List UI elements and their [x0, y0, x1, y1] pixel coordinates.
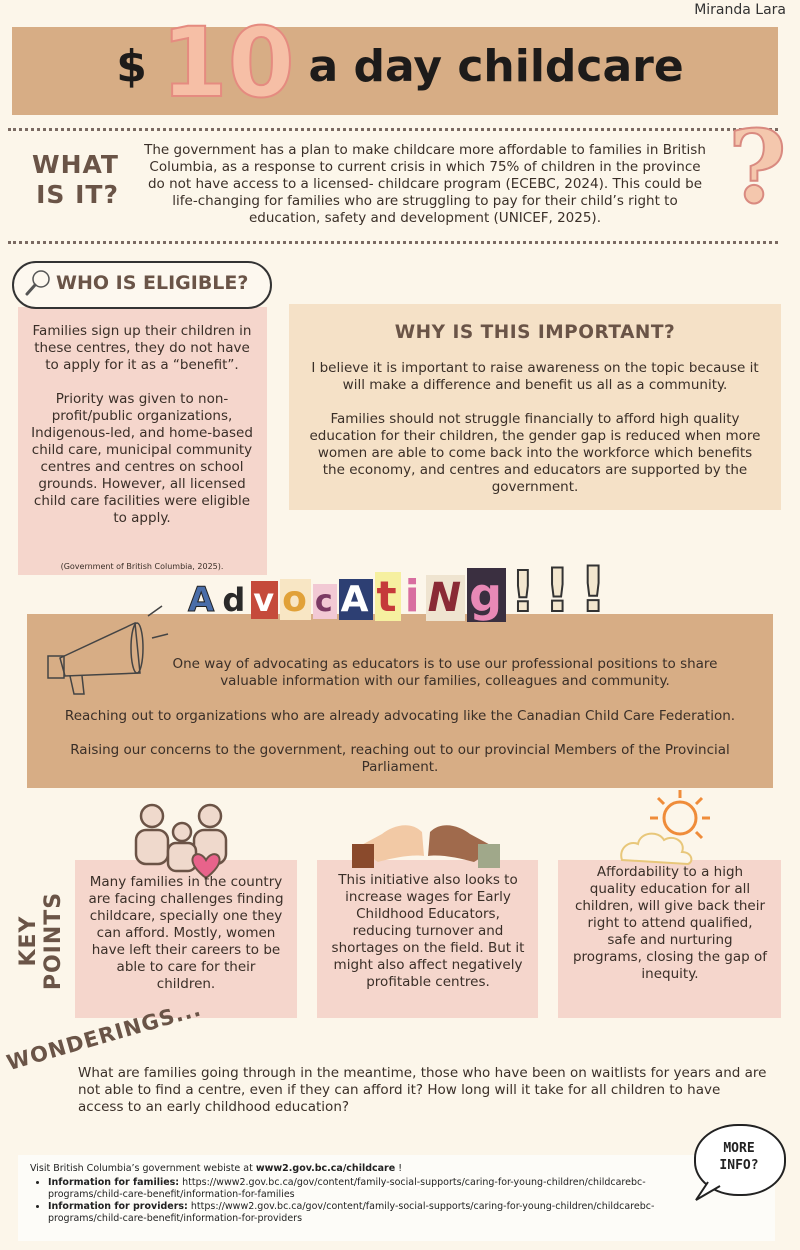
adv-letter: !	[543, 555, 574, 627]
title-suffix: a day childcare	[308, 41, 684, 92]
family-heart-icon	[134, 803, 228, 880]
key-point-box-3	[558, 860, 781, 1018]
adv-letter: A	[187, 580, 217, 621]
eligible-citation: (Government of British Columbia, 2025).	[60, 562, 224, 571]
question-mark-icon: ?	[727, 107, 788, 227]
adv-letter: i	[404, 571, 422, 622]
author-name: Miranda Lara	[694, 2, 786, 18]
what-heading-line1: WHAT	[32, 150, 119, 179]
eligible-para1: Families sign up their children in these…	[32, 323, 252, 373]
title-number: 10	[160, 7, 296, 119]
title-dollar: $	[116, 41, 147, 92]
why-box	[289, 304, 781, 510]
why-text: I believe it is important to raise aware…	[305, 360, 765, 496]
adv-letter: o	[280, 579, 311, 620]
key-point-box-2	[317, 860, 538, 1018]
adv-letter: !	[509, 559, 538, 626]
key-point-text-3: Affordability to a high quality educatio…	[572, 864, 768, 982]
info-providers-url[interactable]: https://www2.gov.bc.ca/gov/content/famil…	[48, 1201, 655, 1224]
title-band	[12, 27, 778, 115]
key-point-box-1	[75, 860, 297, 1018]
adv-letter: v	[251, 581, 279, 619]
adv-letter: g	[467, 568, 507, 622]
eligible-box	[18, 307, 267, 575]
info-box	[18, 1155, 775, 1241]
info-intro: Visit British Columbia’s government webi…	[30, 1163, 710, 1175]
more-info-line2: INFO?	[719, 1158, 759, 1173]
what-heading-line2: IS IT?	[36, 180, 119, 209]
info-families: Information for families: https://www2.g…	[48, 1177, 710, 1201]
more-info-line1: MORE	[723, 1141, 755, 1156]
key-point-text-2: This initiative also looks to increase w…	[331, 872, 525, 990]
advocating-para3: Raising our concerns to the government, …	[70, 742, 730, 775]
eligible-para2: Priority was given to non-profit/public …	[31, 391, 253, 526]
info-list: Information for families: https://www2.g…	[30, 1177, 710, 1225]
adv-letter: t	[374, 572, 401, 621]
info-intro-suffix: !	[395, 1163, 403, 1174]
why-para1: I believe it is important to raise aware…	[311, 360, 759, 393]
eligible-heading-bubble	[12, 261, 272, 309]
why-para2: Families should not struggle financially…	[309, 411, 761, 495]
eligible-heading: WHO IS ELIGIBLE?	[56, 272, 249, 294]
info-families-url[interactable]: https://www2.gov.bc.ca/gov/content/famil…	[48, 1177, 646, 1200]
speech-tail-icon	[695, 1181, 721, 1201]
info-providers-label: Information for providers:	[48, 1201, 188, 1212]
wonderings-text: What are families going through in the m…	[78, 1065, 767, 1115]
eligible-text: Families sign up their children in these…	[30, 323, 254, 527]
adv-letter: d	[222, 581, 248, 619]
megaphone-icon	[47, 605, 169, 695]
info-link[interactable]: www2.gov.bc.ca/childcare	[255, 1163, 396, 1174]
info-families-label: Information for families:	[48, 1177, 180, 1188]
key-points-label: KEY POINTS	[16, 891, 66, 991]
adv-letter: c	[312, 584, 337, 619]
divider-top	[8, 128, 778, 131]
advocating-box	[27, 614, 773, 788]
divider-middle	[8, 241, 778, 244]
magnifier-icon	[25, 270, 50, 296]
key-point-text-1: Many families in the country are facing …	[88, 874, 284, 992]
adv-letter: N	[425, 575, 466, 621]
adv-letter: A	[338, 579, 373, 620]
sun-cloud-icon	[620, 790, 710, 866]
advocating-para1: One way of advocating as educators is to…	[172, 656, 718, 689]
heart-hands-icon	[352, 825, 500, 868]
advocating-para2: Reaching out to organizations who are al…	[64, 708, 736, 724]
why-heading: WHY IS THIS IMPORTANT?	[394, 322, 676, 343]
what-text: The government has a plan to make childc…	[144, 142, 706, 226]
info-intro-prefix: Visit British Columbia’s government webi…	[30, 1163, 256, 1174]
info-providers: Information for providers: https://www2.…	[48, 1201, 710, 1225]
what-heading: WHAT IS IT?	[32, 150, 119, 210]
info-text: Visit British Columbia’s government webi…	[30, 1163, 710, 1225]
adv-letter: !	[578, 552, 610, 627]
more-info-text: MORE INFO?	[700, 1140, 778, 1174]
